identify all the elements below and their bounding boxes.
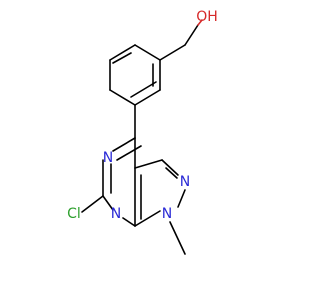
bond-c4-n3 bbox=[112, 137, 136, 152]
bond-c3-n2 bbox=[161, 159, 179, 176]
bond-n1-methyl bbox=[169, 221, 186, 255]
bond-ring-ch2 bbox=[159, 44, 186, 61]
bond-c4-n3-double bbox=[116, 145, 142, 161]
bond-ch2-o bbox=[184, 24, 199, 46]
atom-label-oh: OH bbox=[196, 9, 218, 25]
bond-c7a-n-pyrazole bbox=[134, 210, 161, 227]
bond-benz-5 bbox=[134, 89, 161, 106]
atom-label-cl: Cl bbox=[67, 206, 81, 222]
bond-n2-n1 bbox=[177, 189, 186, 208]
bond-benz-2-inner bbox=[112, 52, 132, 64]
bond-n1-c7a bbox=[122, 217, 136, 227]
atom-label-n-pyrazole-2: N bbox=[180, 174, 190, 190]
atom-label-n-pyrazole-1: N bbox=[162, 206, 172, 222]
atom-label-n-pyrimidine-bottom: N bbox=[111, 206, 121, 222]
bond-benz-2 bbox=[109, 44, 136, 61]
bond-c3-n2-double bbox=[165, 167, 178, 179]
molecule-structure: OH N N N N Cl bbox=[67, 9, 218, 255]
bond-c3a-c3 bbox=[134, 159, 163, 169]
structure-canvas: OH N N N N Cl bbox=[67, 9, 218, 255]
bond-c2-cl bbox=[81, 195, 104, 213]
atom-label-n-pyrimidine-top: N bbox=[103, 150, 113, 166]
bond-benz-5-inner bbox=[130, 81, 157, 98]
bond-benz-1 bbox=[134, 44, 161, 61]
bond-c2-n1 bbox=[102, 195, 114, 211]
bond-benz-4 bbox=[109, 89, 136, 106]
bond-ch2-o-tip bbox=[197, 19, 203, 26]
